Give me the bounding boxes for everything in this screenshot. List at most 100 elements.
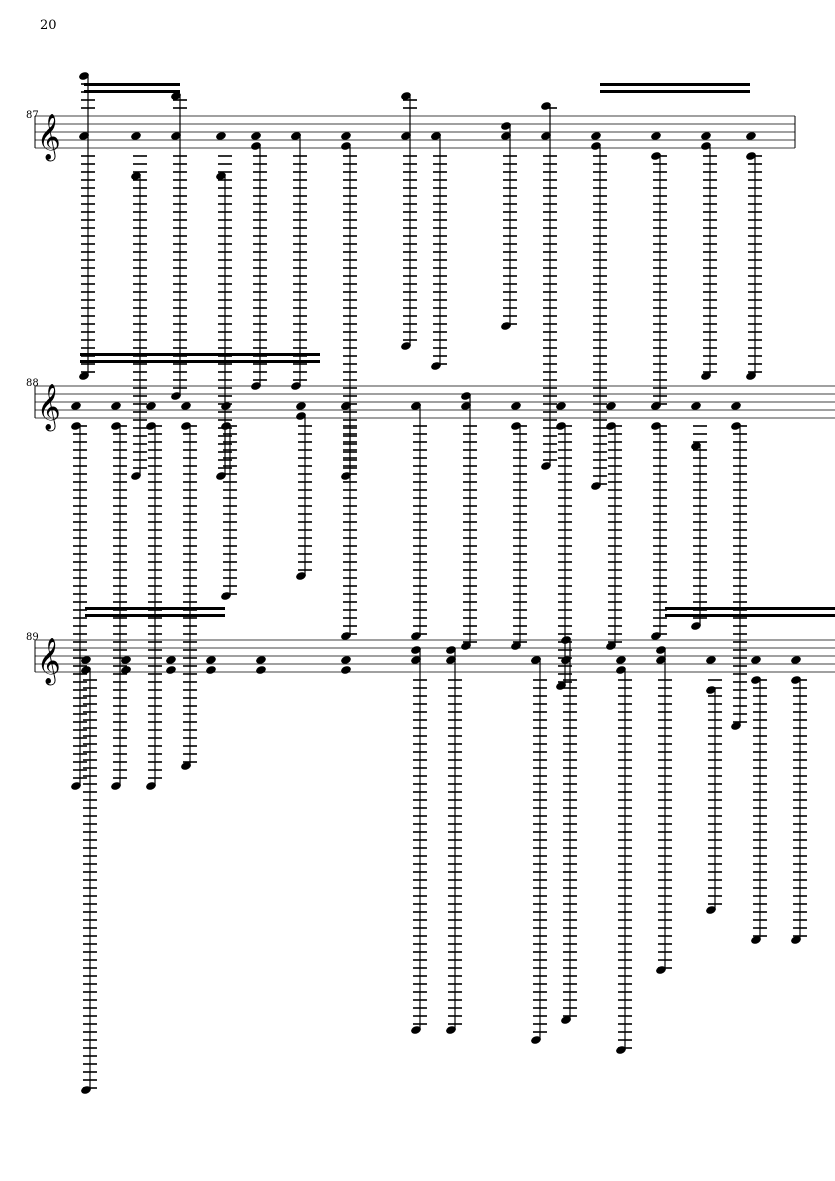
notehead [561, 1016, 571, 1024]
measure-number-88: 88 [26, 378, 39, 389]
notehead [446, 646, 456, 654]
notehead [691, 402, 701, 410]
notehead [291, 132, 301, 140]
treble-clef-icon: 𝄞 [37, 638, 61, 686]
notehead [701, 142, 711, 150]
notehead [651, 132, 661, 140]
notehead [606, 422, 616, 430]
notehead [81, 656, 91, 664]
notehead [446, 1026, 456, 1034]
notehead [411, 1026, 421, 1034]
page-number: 20 [40, 18, 57, 33]
notehead [401, 132, 411, 140]
notehead [561, 636, 571, 644]
notehead [81, 666, 91, 674]
notehead [751, 656, 761, 664]
beam [84, 90, 180, 93]
notehead [341, 402, 351, 410]
notehead [501, 132, 511, 140]
beam [84, 83, 180, 86]
notehead [791, 676, 801, 684]
notehead [251, 142, 261, 150]
notehead [616, 656, 626, 664]
notehead [511, 402, 521, 410]
notehead [691, 442, 701, 450]
notehead [651, 422, 661, 430]
notehead [131, 472, 141, 480]
beam [80, 353, 185, 356]
notehead [121, 656, 131, 664]
notehead [341, 666, 351, 674]
notehead [221, 592, 231, 600]
notehead [121, 666, 131, 674]
notehead [651, 402, 661, 410]
notehead [706, 686, 716, 694]
notehead [591, 132, 601, 140]
notehead [221, 402, 231, 410]
notehead [751, 936, 761, 944]
notehead [531, 1036, 541, 1044]
notehead [71, 402, 81, 410]
notehead [501, 322, 511, 330]
notehead [701, 372, 711, 380]
notehead [111, 782, 121, 790]
notehead [146, 402, 156, 410]
notehead [131, 172, 141, 180]
notehead [731, 422, 741, 430]
notehead [746, 132, 756, 140]
notehead [181, 422, 191, 430]
notehead [411, 656, 421, 664]
notehead [746, 152, 756, 160]
beam [600, 83, 750, 86]
notehead [656, 646, 666, 654]
notehead [131, 132, 141, 140]
notehead [146, 422, 156, 430]
notehead [221, 422, 231, 430]
notehead [296, 402, 306, 410]
notehead [701, 132, 711, 140]
notehead [461, 392, 471, 400]
notehead [731, 402, 741, 410]
notehead [556, 422, 566, 430]
beam [665, 614, 835, 617]
notehead [166, 666, 176, 674]
beam [600, 90, 750, 93]
notehead [111, 402, 121, 410]
notehead [591, 482, 601, 490]
beam [85, 614, 225, 617]
notehead [431, 132, 441, 140]
notehead [206, 666, 216, 674]
notehead [256, 666, 266, 674]
notehead [296, 572, 306, 580]
notehead [606, 402, 616, 410]
notehead [511, 422, 521, 430]
notehead [206, 656, 216, 664]
notehead [746, 372, 756, 380]
notehead [411, 402, 421, 410]
notehead [651, 152, 661, 160]
notehead [251, 132, 261, 140]
measure-number-89: 89 [26, 632, 39, 643]
notehead [181, 762, 191, 770]
notehead [651, 632, 661, 640]
notehead [791, 936, 801, 944]
notehead [216, 172, 226, 180]
notehead [731, 722, 741, 730]
beam [185, 360, 320, 363]
notehead [171, 132, 181, 140]
notehead [446, 656, 456, 664]
notehead [216, 132, 226, 140]
notehead [81, 1086, 91, 1094]
notehead [79, 132, 89, 140]
notehead [401, 92, 411, 100]
notehead [591, 142, 601, 150]
notehead [656, 656, 666, 664]
notehead [256, 656, 266, 664]
notehead [166, 656, 176, 664]
notehead [561, 656, 571, 664]
beam [665, 607, 835, 610]
notehead [791, 656, 801, 664]
notehead [706, 656, 716, 664]
notehead [111, 422, 121, 430]
notehead [341, 632, 351, 640]
